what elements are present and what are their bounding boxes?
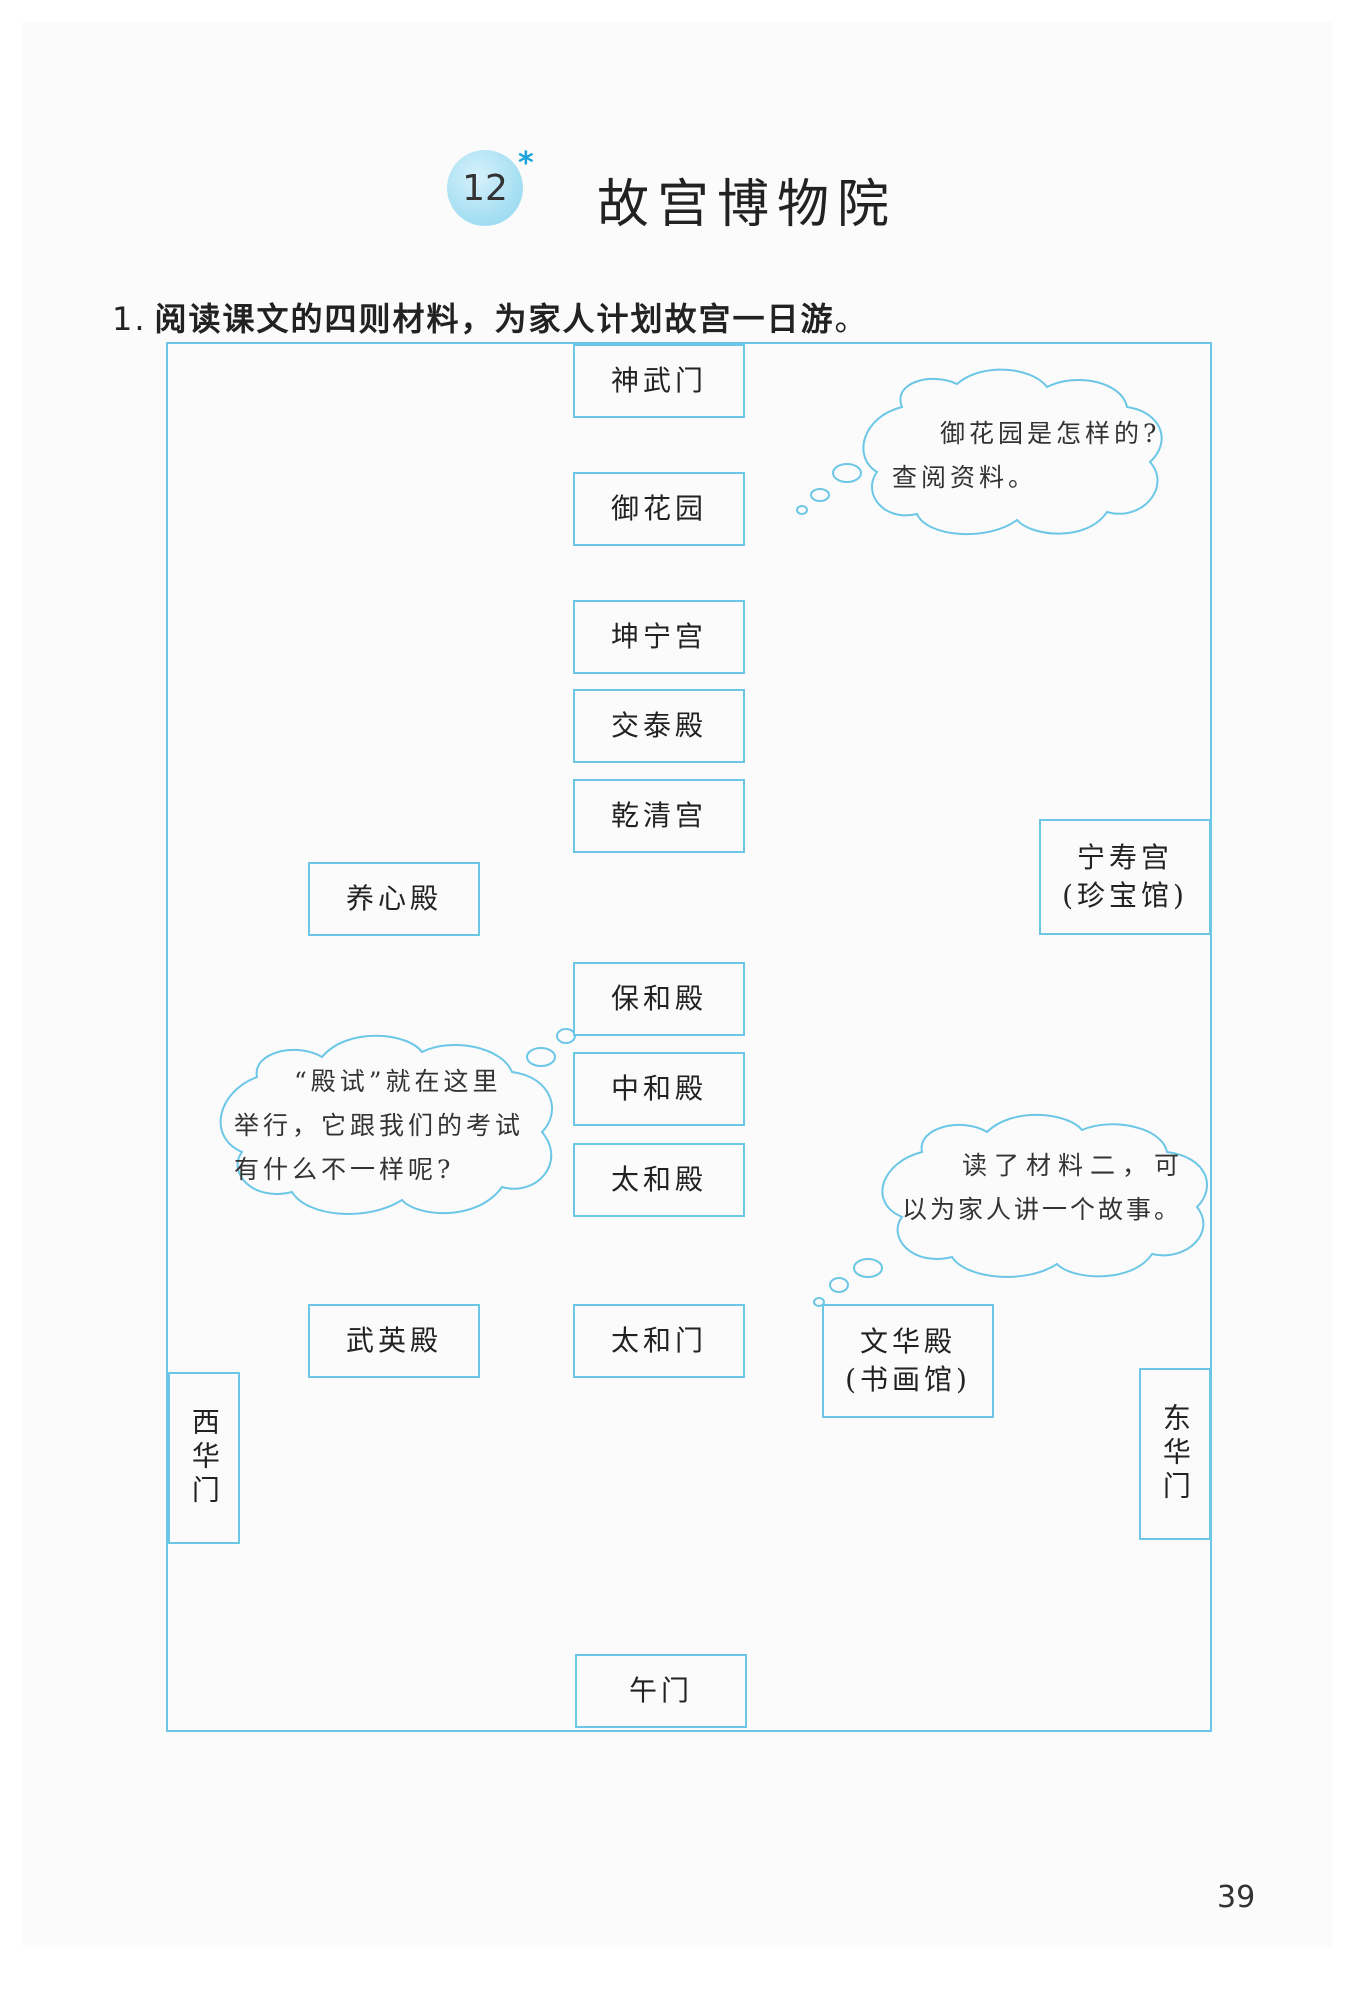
building-xihuamen: 西华门 xyxy=(168,1372,240,1544)
building-baohedian: 保和殿 xyxy=(573,962,745,1036)
exam-bubble-line2: 举行，它跟我们的考试 xyxy=(234,1111,525,1140)
building-zhonghedian: 中和殿 xyxy=(573,1052,745,1126)
garden-bubble-line1: 御花园是怎样的? xyxy=(940,419,1161,448)
exam-bubble-line3: 有什么不一样呢? xyxy=(234,1155,455,1184)
building-shenwumen: 神武门 xyxy=(573,344,745,418)
building-wumen: 午门 xyxy=(575,1654,747,1728)
building-taihedian: 太和殿 xyxy=(573,1143,745,1217)
exam-bubble-text: “殿试”就在这里 举行，它跟我们的考试 有什么不一样呢? xyxy=(234,1060,524,1192)
garden-bubble-line2: 查阅资料。 xyxy=(892,463,1038,492)
building-qianqinggong: 乾清宫 xyxy=(573,779,745,853)
wenhuadian-name: 文华殿 xyxy=(859,1325,956,1359)
page-number: 39 xyxy=(1217,1880,1256,1915)
building-taihemen: 太和门 xyxy=(573,1304,745,1378)
building-yuhuayuan: 御花园 xyxy=(573,472,745,546)
ningshougong-name: 宁寿宫 xyxy=(1076,841,1173,875)
ningshougong-label: 宁寿宫 (珍宝馆) xyxy=(1062,839,1188,915)
building-wuyingdian: 武英殿 xyxy=(308,1304,480,1378)
wenhuadian-sub: (书画馆) xyxy=(845,1363,971,1396)
exam-bubble-line1: “殿试”就在这里 xyxy=(294,1067,502,1096)
building-kunninggong: 坤宁宫 xyxy=(573,600,745,674)
story-bubble-line2: 以为家人讲一个故事。 xyxy=(902,1195,1183,1224)
building-ningshougong: 宁寿宫 (珍宝馆) xyxy=(1039,819,1211,935)
building-wenhuadian: 文华殿 (书画馆) xyxy=(822,1304,994,1418)
story-bubble-line1: 读了材料二，可 xyxy=(962,1151,1187,1180)
wenhuadian-label: 文华殿 (书画馆) xyxy=(845,1323,971,1399)
lesson-number: 12 xyxy=(462,167,508,209)
question-1: 1.阅读课文的四则材料，为家人计划故宫一日游。 xyxy=(112,294,869,340)
building-jiaotaidian: 交泰殿 xyxy=(573,689,745,763)
garden-bubble-text: 御花园是怎样的? 查阅资料。 xyxy=(892,412,1160,500)
textbook-page: 12 * 故宫博物院 1.阅读课文的四则材料，为家人计划故宫一日游。 神武门 御… xyxy=(22,22,1332,1947)
palace-map xyxy=(166,342,1212,1732)
star-mark: * xyxy=(518,146,534,181)
question-text: 阅读课文的四则材料，为家人计划故宫一日游 xyxy=(154,300,835,338)
question-number: 1. xyxy=(112,300,147,338)
question-end: 。 xyxy=(834,300,869,338)
building-yangxindian: 养心殿 xyxy=(308,862,480,936)
lesson-number-badge: 12 xyxy=(447,150,523,226)
building-donghuamen: 东华门 xyxy=(1139,1368,1211,1540)
ningshougong-sub: (珍宝馆) xyxy=(1062,879,1188,912)
lesson-title: 故宫博物院 xyxy=(597,175,898,235)
story-bubble-text: 读了材料二，可 以为家人讲一个故事。 xyxy=(902,1144,1186,1232)
